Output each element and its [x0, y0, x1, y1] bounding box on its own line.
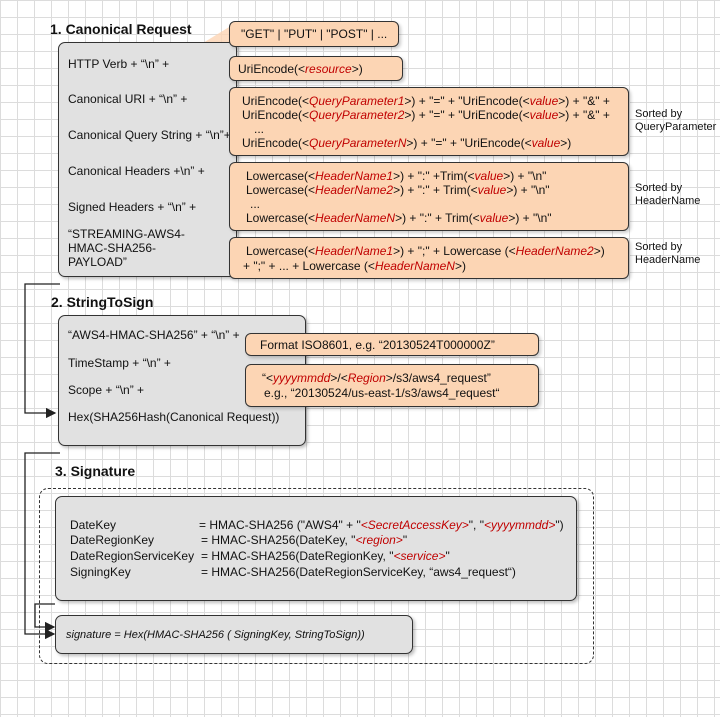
scope-row: Scope + “\n” +: [68, 383, 145, 397]
canonical-request-box: HTTP Verb + “\n” + Canonical URI + “\n” …: [58, 42, 237, 277]
service-key-value: = HMAC-SHA256(DateRegionKey, "<service>": [201, 549, 450, 563]
signature-title: 3. Signature: [55, 463, 136, 479]
date-key-value: = HMAC-SHA256 ("AWS4" + "<SecretAccessKe…: [199, 518, 564, 532]
scope-format-line-1: “<yyyymmdd>/<Region>/s3/aws4_request”: [262, 371, 491, 385]
region-key-label: DateRegionKey: [70, 533, 155, 547]
payload-row-2: HMAC-SHA256-: [68, 241, 157, 255]
signed-line-2: + ";" + ... + Lowercase (<HeaderNameN>): [243, 259, 466, 273]
query-line-2: UriEncode(<QueryParameter2>) + "=" + "Ur…: [242, 108, 610, 122]
signed-line-1: Lowercase(<HeaderName1>) + ";" + Lowerca…: [246, 244, 605, 258]
query-line-ellipsis: ...: [254, 122, 265, 136]
timestamp-format-box: Format ISO8601, e.g. “20130524T000000Z”: [245, 333, 539, 356]
signing-keys-box: DateKey = HMAC-SHA256 ("AWS4" + "<Secret…: [55, 496, 577, 601]
signature-formula: signature = Hex(HMAC-SHA256 ( SigningKey…: [66, 629, 365, 641]
header-sort-note-2: HeaderName: [635, 195, 701, 207]
header-line-2: Lowercase(<HeaderName2>) + ":" + Trim(<v…: [246, 183, 550, 197]
signed-sort-note-2: HeaderName: [635, 254, 701, 266]
signed-headers-box: Lowercase(<HeaderName1>) + ";" + Lowerca…: [229, 237, 629, 279]
signed-sort-note-1: Sorted by: [635, 241, 683, 253]
query-line-n: UriEncode(<QueryParameterN>) + "=" + "Ur…: [242, 136, 572, 150]
query-string-box: UriEncode(<QueryParameter1>) + "=" + "Ur…: [229, 87, 629, 156]
signing-key-label: SigningKey: [70, 565, 131, 579]
canonical-query-row: Canonical Query String + “\n”+: [68, 128, 231, 142]
signing-key-value: = HMAC-SHA256(DateRegionServiceKey, “aws…: [201, 565, 516, 579]
canonical-headers-row: Canonical Headers +\n” +: [68, 164, 205, 178]
query-sort-note-1: Sorted by: [635, 108, 683, 120]
timestamp-row: TimeStamp + “\n” +: [68, 356, 171, 370]
query-line-1: UriEncode(<QueryParameter1>) + "=" + "Ur…: [242, 94, 610, 108]
verb-values-text: "GET" | "PUT" | "POST" | ...: [241, 27, 388, 41]
signed-headers-row: Signed Headers + “\n” +: [68, 200, 197, 214]
arrow-signingkey-to-formula: [34, 603, 56, 633]
algorithm-row: “AWS4-HMAC-SHA256” + “\n” +: [68, 328, 240, 342]
payload-row-1: “STREAMING-AWS4-: [68, 227, 185, 241]
hash-row: Hex(SHA256Hash(Canonical Request)): [68, 410, 280, 424]
canonical-uri-row: Canonical URI + “\n” +: [68, 92, 188, 106]
verb-values-box: "GET" | "PUT" | "POST" | ...: [229, 21, 399, 47]
date-key-label: DateKey: [70, 518, 117, 532]
header-sort-note-1: Sorted by: [635, 182, 683, 194]
signature-frame: [39, 488, 594, 664]
canonical-headers-box: Lowercase(<HeaderName1>) + ":" +Trim(<va…: [229, 162, 629, 231]
scope-format-line-2: e.g., “20130524/us-east-1/s3/aws4_reques…: [264, 386, 500, 400]
scope-format-box: “<yyyymmdd>/<Region>/s3/aws4_request” e.…: [245, 364, 539, 407]
uri-encode-box: UriEncode(<resource>): [229, 56, 403, 81]
query-sort-note-2: QueryParameter: [635, 121, 717, 133]
payload-row-3: PAYLOAD”: [68, 255, 127, 269]
header-line-1: Lowercase(<HeaderName1>) + ":" +Trim(<va…: [246, 169, 547, 183]
canonical-request-title: 1. Canonical Request: [50, 21, 192, 37]
service-key-label: DateRegionServiceKey: [70, 549, 195, 563]
signature-formula-box: signature = Hex(HMAC-SHA256 ( SigningKey…: [55, 615, 413, 654]
header-line-n: Lowercase(<HeaderNameN>) + ":" + Trim(<v…: [246, 211, 552, 225]
arrow-canonical-to-stringtosign: [24, 283, 60, 419]
uri-encode-text: UriEncode(<resource>): [238, 62, 363, 76]
region-key-value: = HMAC-SHA256(DateKey, "<region>": [201, 533, 408, 547]
header-line-ellipsis: ...: [250, 197, 261, 211]
http-verb-row: HTTP Verb + “\n” +: [68, 57, 170, 71]
timestamp-format-text: Format ISO8601, e.g. “20130524T000000Z”: [260, 338, 495, 352]
string-to-sign-title: 2. StringToSign: [51, 294, 154, 310]
